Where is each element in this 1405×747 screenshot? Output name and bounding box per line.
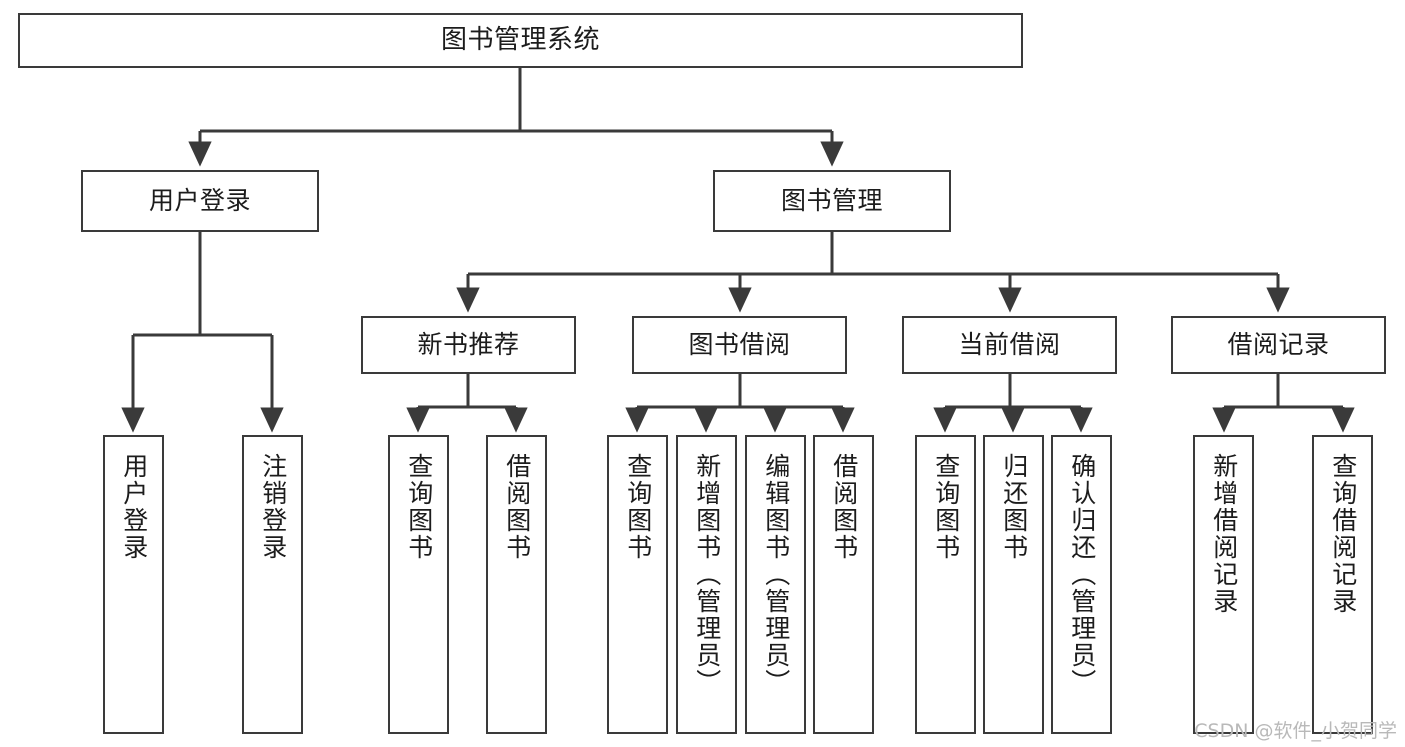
node-label: 图书借阅: [688, 330, 791, 360]
node-label: 查询图书: [623, 453, 653, 561]
leaf-current-borrow-confirm-return[interactable]: 确认归还（管理员）: [1051, 435, 1112, 734]
leaf-new-book-query[interactable]: 查询图书: [388, 435, 449, 734]
node-user-login[interactable]: 用户登录: [81, 170, 319, 232]
leaf-book-borrow-add[interactable]: 新增图书（管理员）: [676, 435, 737, 734]
leaf-borrow-record-query[interactable]: 查询借阅记录: [1312, 435, 1373, 734]
node-root-system[interactable]: 图书管理系统: [18, 13, 1023, 68]
node-book-borrow[interactable]: 图书借阅: [632, 316, 847, 374]
node-label: 归还图书: [999, 453, 1029, 561]
leaf-book-borrow-query[interactable]: 查询图书: [607, 435, 668, 734]
leaf-book-borrow-borrow[interactable]: 借阅图书: [813, 435, 874, 734]
leaf-new-book-borrow[interactable]: 借阅图书: [486, 435, 547, 734]
node-label: 用户登录: [119, 453, 149, 561]
node-label: 借阅图书: [502, 453, 532, 561]
node-label: 当前借阅: [958, 330, 1061, 360]
leaf-user-login-logout[interactable]: 注销登录: [242, 435, 303, 734]
leaf-user-login-login[interactable]: 用户登录: [103, 435, 164, 734]
node-label: 查询图书: [404, 453, 434, 561]
node-new-book-recommend[interactable]: 新书推荐: [361, 316, 576, 374]
node-label: 查询借阅记录: [1328, 453, 1358, 615]
node-label: 用户登录: [148, 186, 251, 216]
node-label: 图书管理系统: [440, 25, 600, 56]
leaf-borrow-record-add[interactable]: 新增借阅记录: [1193, 435, 1254, 734]
node-label: 借阅图书: [829, 453, 859, 561]
node-label: 新增图书（管理员）: [692, 453, 722, 696]
node-current-borrow[interactable]: 当前借阅: [902, 316, 1117, 374]
node-borrow-records[interactable]: 借阅记录: [1171, 316, 1386, 374]
node-label: 确认归还（管理员）: [1067, 453, 1097, 696]
leaf-book-borrow-edit[interactable]: 编辑图书（管理员）: [745, 435, 806, 734]
node-label: 新书推荐: [417, 330, 520, 360]
leaf-current-borrow-query[interactable]: 查询图书: [915, 435, 976, 734]
node-label: 新增借阅记录: [1209, 453, 1239, 615]
node-book-management[interactable]: 图书管理: [713, 170, 951, 232]
leaf-current-borrow-return[interactable]: 归还图书: [983, 435, 1044, 734]
node-label: 编辑图书（管理员）: [761, 453, 791, 696]
node-label: 图书管理: [780, 186, 883, 216]
node-label: 查询图书: [931, 453, 961, 561]
node-label: 注销登录: [258, 453, 288, 561]
watermark: CSDN @软件_小贺同学: [1194, 720, 1397, 742]
node-label: 借阅记录: [1227, 330, 1330, 360]
